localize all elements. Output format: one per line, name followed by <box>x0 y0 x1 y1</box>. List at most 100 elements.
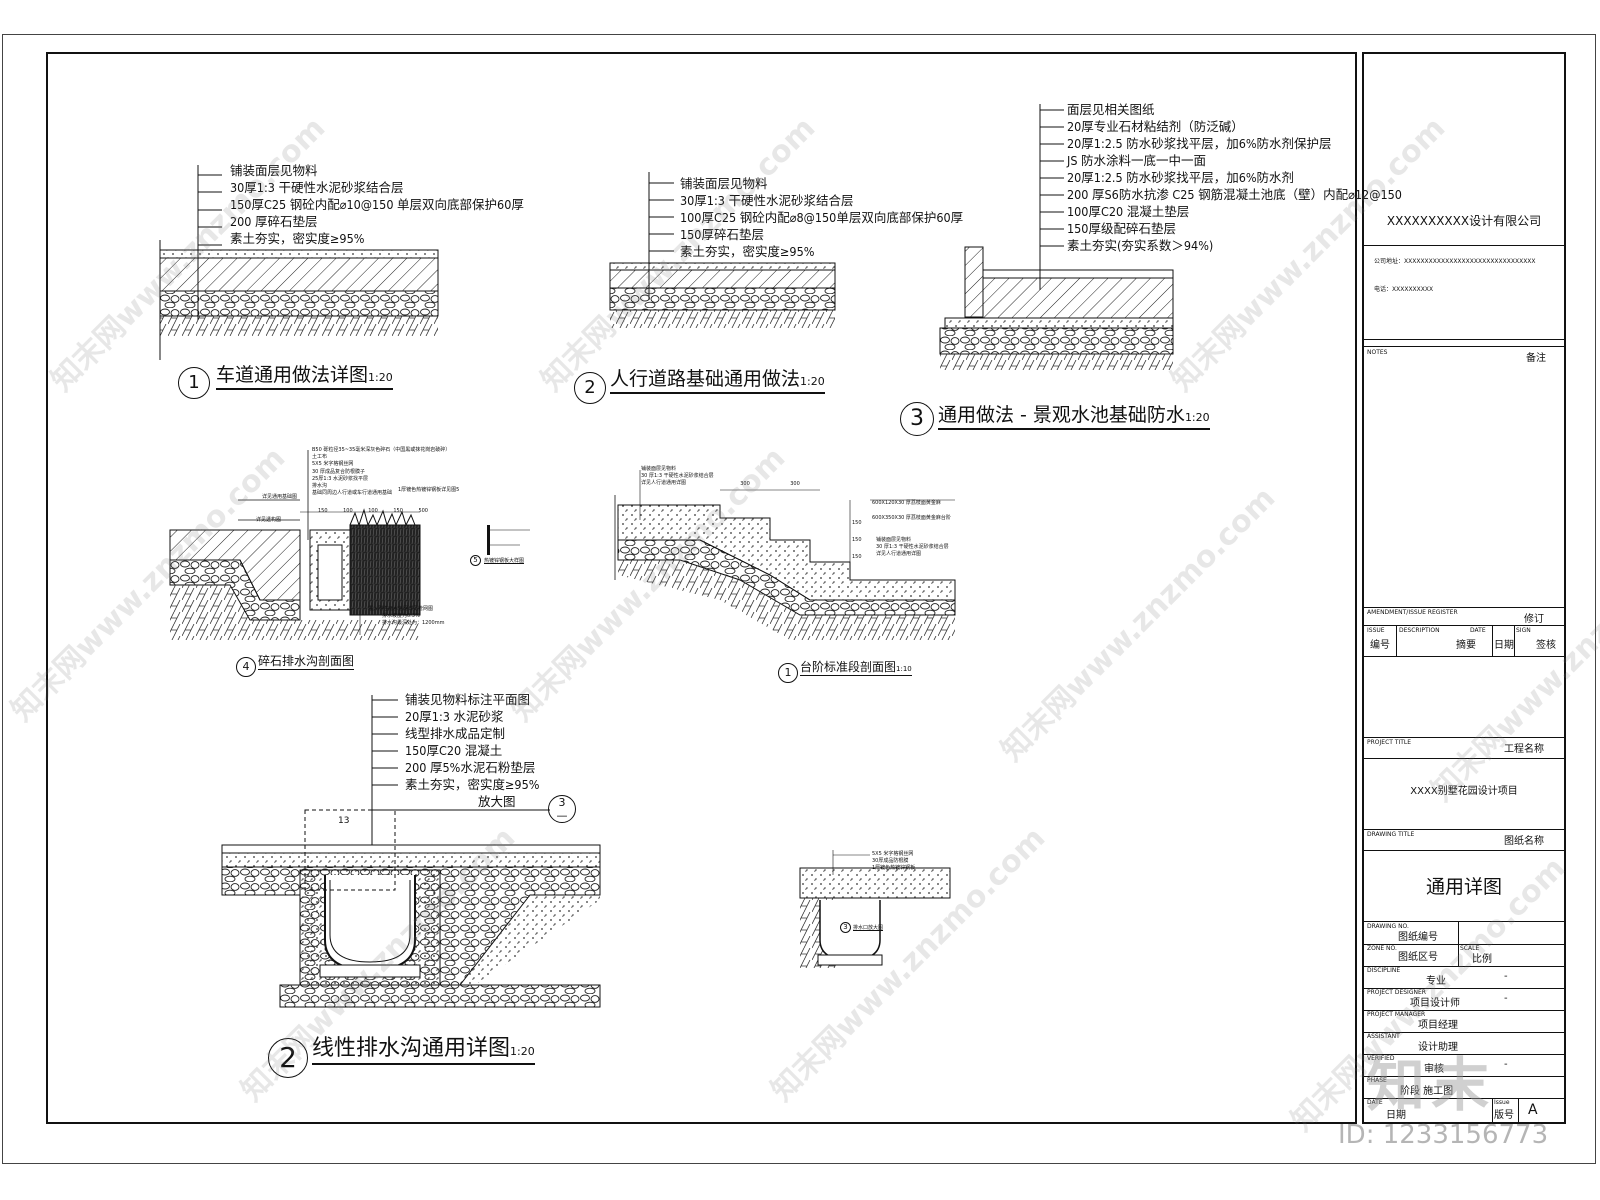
phase-label-en: PHASE <box>1367 1077 1387 1084</box>
dimension: 300 <box>790 481 800 487</box>
detail7-note: 5X5 米字格钢丝网 <box>872 851 914 857</box>
scale-label-cn: 比例 <box>1472 954 1492 965</box>
verified-label-cn: 审核 <box>1424 1064 1444 1075</box>
detail3-note: 200 厚S6防水抗渗 C25 钢筋混凝土池底（壁）内配⌀12@150 <box>1067 187 1402 202</box>
detail5-notes: 铺装面层见物料 30 厚1:3 干硬性水泥砂浆结合层 详见人行道通用详图 <box>641 466 714 488</box>
detail1-note: 铺装面层见物料 <box>230 163 318 178</box>
phase-label-cn: 阶段 施工图 <box>1400 1086 1454 1097</box>
detail4-note: 30 厚成品复合防根膜子 <box>312 468 365 475</box>
amendment-label-en: AMENDMENT/ISSUE REGISTER <box>1367 609 1458 616</box>
detail4-note: 土工布 <box>312 454 328 461</box>
amendment-label-cn: 修订 <box>1524 614 1544 625</box>
drawing-no-label-en: DRAWING NO. <box>1367 923 1409 930</box>
detail3-note: 150厚级配碎石垫层 <box>1067 221 1176 236</box>
detail5-bottom-notes: 铺装面层见物料 30 厚1:3 干硬性水泥砂浆结合层 详见人行道通用详图 <box>876 537 949 559</box>
date-label-cn: 日期 <box>1494 640 1514 651</box>
detail6-ref-circle: 3— <box>548 795 576 823</box>
detail4-number-circle: 4 <box>236 657 256 677</box>
zone-label-en: ZONE NO. <box>1367 945 1397 952</box>
detail2-notes: 铺装面层见物料 30厚1:3 干硬性水泥砂浆结合层 100厚C25 钢砼内配⌀8… <box>680 175 963 260</box>
designer-value: - <box>1504 993 1508 1004</box>
detail6-note: 铺装见物料标注平面图 <box>405 692 531 707</box>
detail2-title: 人行道路基础通用做法1:20 <box>610 364 825 394</box>
detail4-sub-number: 5 <box>470 555 481 566</box>
detail2-note: 铺装面层见物料 <box>680 176 768 191</box>
amendment-cell: AMENDMENT/ISSUE REGISTER 修订 ISSUE 编号 DES… <box>1364 608 1564 738</box>
detail6-section <box>221 695 601 1008</box>
dimension: 100 <box>368 508 378 514</box>
drawing-frame <box>46 52 1357 1124</box>
detail2-note: 30厚1:3 干硬性水泥砂浆结合层 <box>680 193 854 208</box>
issue-label-en: ISSUE <box>1367 627 1385 634</box>
detail3-note: 20厚专业石材粘结剂（防泛碱） <box>1067 119 1244 134</box>
detail4-title: 碎石排水沟剖面图 <box>258 654 355 670</box>
detail4-dimensions: 150 100 100 150 500 <box>318 508 428 515</box>
detail4-bottom-notes: 埋入刚性雨水管网详见管网图 排水坡度为0.3% 排水沟最深处为：1200mm <box>368 606 444 628</box>
detail7-note: 1厚镀色热镀锌钢板 <box>872 865 916 872</box>
detail3-note: 20厚1:2.5 防水砂浆找平层，加6%防水剂 <box>1067 170 1295 185</box>
dimension: 150 <box>318 508 328 514</box>
detail4-note: 基础同周边人行道或车行道通用基础 <box>312 490 393 497</box>
detail3-note: 20厚1:2.5 防水砂浆找平层，加6%防水剂保护层 <box>1067 136 1332 151</box>
detail5-note: 铺装面层见物料 <box>641 466 677 472</box>
watermark-logo: 知末 <box>1367 1051 1496 1119</box>
detail2-note: 150厚碎石垫层 <box>680 227 764 242</box>
detail5-bottom-note: 30 厚1:3 干硬性水泥砂浆结合层 <box>876 544 949 551</box>
company-name: XXXXXXXXXX设计有限公司 <box>1386 214 1542 228</box>
dimension: 150 <box>852 537 862 544</box>
dimension: 150 <box>852 520 862 526</box>
issue-label-cn2: 版号 <box>1494 1110 1514 1121</box>
detail6-note: 线型排水成品定制 <box>405 726 506 741</box>
detail2-section <box>609 172 836 328</box>
detail5-vertical-dims: 150 150 150 <box>852 520 862 562</box>
designer-label-en: PROJECT DESIGNER <box>1367 989 1426 996</box>
drawing-no-label-cn: 图纸编号 <box>1398 932 1438 943</box>
detail2-note: 素土夯实，密实度≥95% <box>680 244 815 259</box>
desc-label-cn: 摘要 <box>1456 640 1476 651</box>
detail6-note: 素土夯实，密实度≥95% <box>405 777 540 792</box>
detail6-note: 200 厚5%水泥石粉垫层 <box>405 760 536 775</box>
notes-label-cn: 备注 <box>1526 353 1546 364</box>
info-grid: DRAWING NO. 图纸编号 ZONE NO. 图纸区号 SCALE 比例 … <box>1364 922 1564 1126</box>
detail1-section <box>159 165 439 360</box>
drawing-title-cell: DRAWING TITLE 图纸名称 通用详图 <box>1364 830 1564 922</box>
detail4-note: B50 砾粒径35~35毫米深灰色碎石（中国黑或抹花岗岩破碎） <box>312 447 451 453</box>
detail7-section <box>799 850 951 968</box>
project-label-cn: 工程名称 <box>1504 744 1544 755</box>
project-cell: PROJECT TITLE 工程名称 XXXX别墅花园设计项目 <box>1364 738 1564 830</box>
dimension: 300 <box>740 481 750 487</box>
detail3-note: 素土夯实(夯实系数＞94%) <box>1067 238 1214 253</box>
detail3-number-circle: 3 <box>900 402 934 436</box>
sign-label-cn: 签核 <box>1536 640 1556 651</box>
discipline-label-cn: 专业 <box>1426 976 1446 987</box>
detail3-note: JS 防水涂料一底一中一面 <box>1067 153 1207 168</box>
detail2-note: 100厚C25 钢砼内配⌀8@150单层双向底部保护60厚 <box>680 210 964 225</box>
date-label-en2: DATE <box>1367 1099 1383 1106</box>
detail5-right-notes: 600X120X30 厚荔枝面黄金麻 600X350X30 厚荔枝面黄金麻台阶 <box>872 500 951 522</box>
assistant-label-cn: 设计助理 <box>1418 1042 1458 1053</box>
detail5-right-note: 600X120X30 厚荔枝面黄金麻 <box>872 500 941 506</box>
detail1-number-circle: 1 <box>178 367 210 399</box>
detail6-number-circle: 2 <box>268 1038 308 1078</box>
drawing-outer-border <box>2 34 1596 1164</box>
detail4-left-note: 详见透构图 <box>256 517 282 523</box>
watermark-id: ID: 1233156773 <box>1338 1120 1549 1150</box>
drawing-label-cn: 图纸名称 <box>1504 836 1544 847</box>
detail7-label: 排水口放大图 <box>853 925 884 931</box>
detail2-number-circle: 2 <box>574 372 606 404</box>
scale-label-en: SCALE <box>1460 945 1480 952</box>
detail1-note: 150厚C25 钢砼内配⌀10@150 单层双向底部保护60厚 <box>230 197 524 212</box>
detail4-bottom-note: 排水沟最深处为：1200mm <box>382 620 445 627</box>
assistant-label-en: ASSISTANT <box>1367 1033 1400 1040</box>
detail1-notes: 铺装面层见物料 30厚1:3 干硬性水泥砂浆结合层 150厚C25 钢砼内配⌀1… <box>230 162 524 247</box>
detail4-bottom-note: 排水坡度为0.3% <box>382 613 420 620</box>
detail5-bottom-note: 详见人行道通用详图 <box>876 551 922 558</box>
detail5-section <box>614 470 956 640</box>
detail3-title: 通用做法 - 景观水池基础防水1:20 <box>938 400 1210 430</box>
detail4-left-note: 详见通用基础图 <box>262 494 298 500</box>
detail6-title: 线性排水沟通用详图1:20 <box>312 1030 535 1065</box>
dimension: 150 <box>393 508 403 514</box>
detail5-bottom-note: 铺装面层见物料 <box>876 537 912 543</box>
dimension: 100 <box>343 508 353 514</box>
detail7-notes: 5X5 米字格钢丝网 30厚成品防根膜 1厚镀色热镀锌钢板 <box>872 851 915 873</box>
